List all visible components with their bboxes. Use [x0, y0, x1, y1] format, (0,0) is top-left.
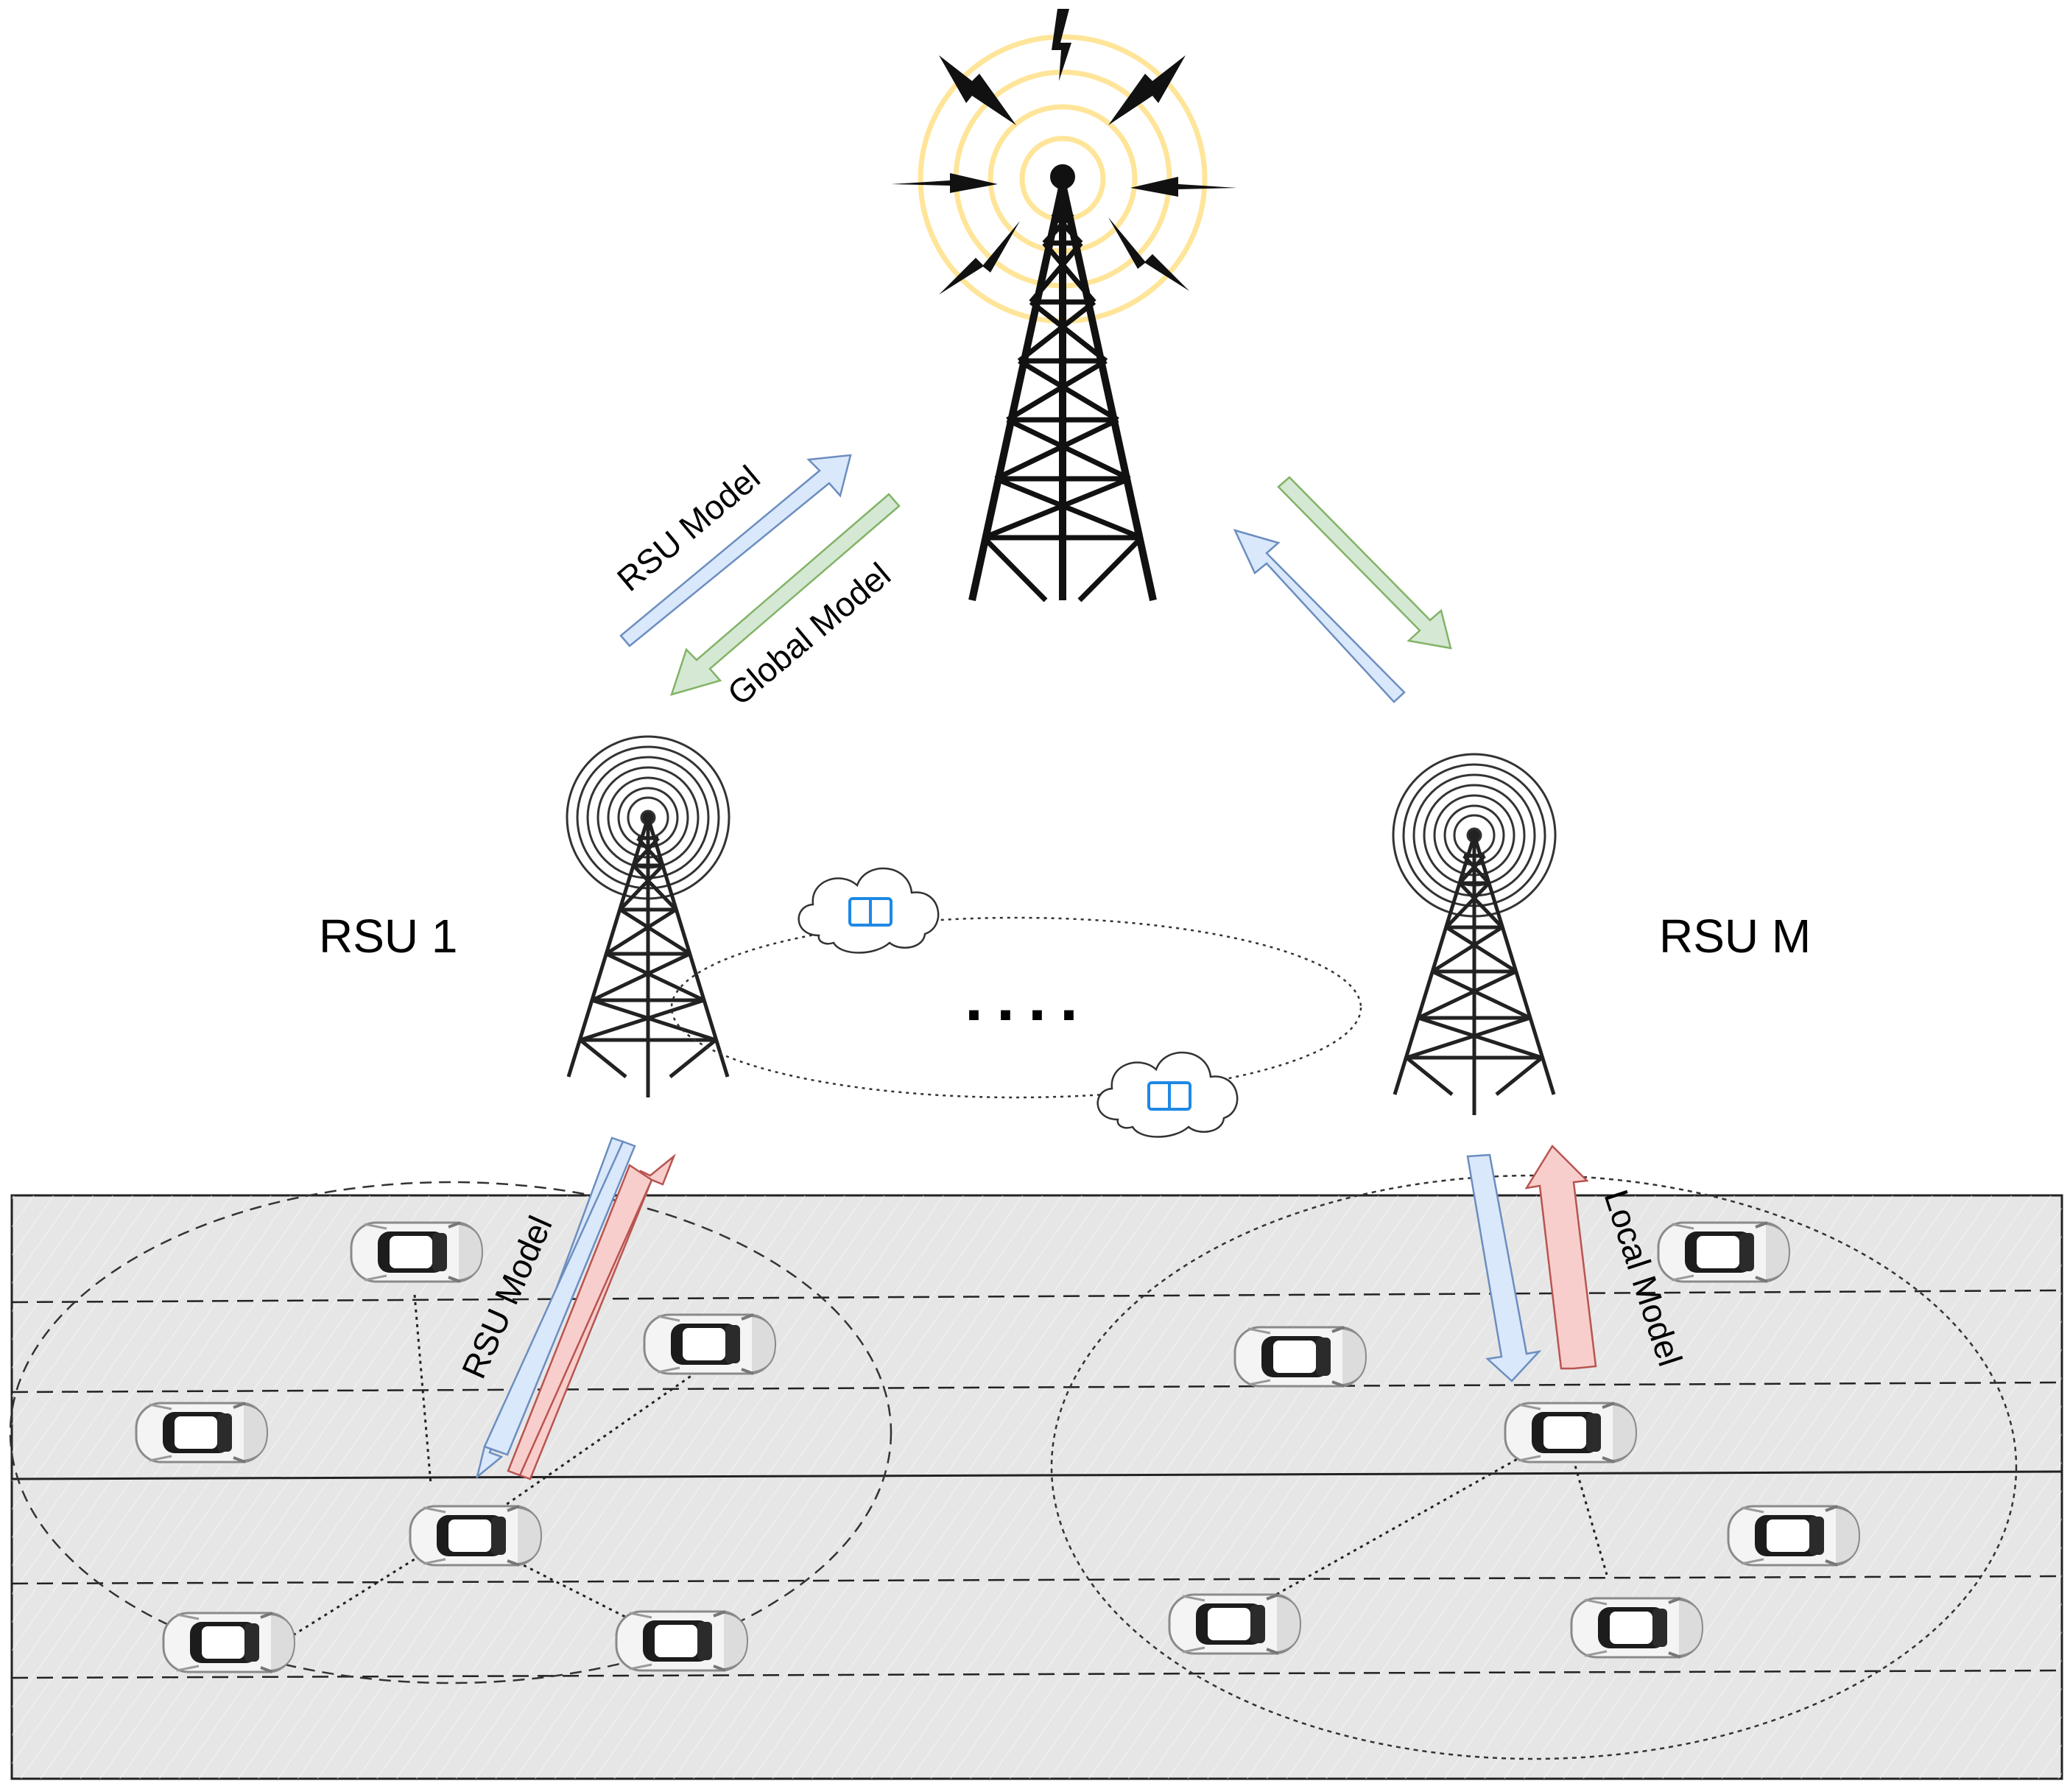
- car-icon: [1570, 1597, 1704, 1659]
- car-icon: [643, 1313, 777, 1375]
- lane-markings: [11, 1289, 2063, 1679]
- car-icon: [162, 1612, 296, 1673]
- car-icon: [135, 1402, 269, 1464]
- road-median: [11, 1470, 2063, 1480]
- rsu-interconnect-ring: [670, 916, 1362, 1099]
- car-icon: [615, 1610, 749, 1672]
- cell-tower-icon: [968, 164, 1157, 602]
- base-station: [891, 9, 1237, 602]
- local-model-upload-arrow-right: [1524, 1144, 1597, 1370]
- rsu-1-coverage-area: [9, 1181, 893, 1684]
- ellipsis-label: ....: [965, 961, 1091, 1035]
- rsu-m-download-arrow: [1277, 476, 1452, 650]
- car-icon: [1504, 1402, 1638, 1464]
- car-icon: [1657, 1221, 1791, 1283]
- rsu-model-label-top: RSU Model: [610, 458, 767, 599]
- car-icon: [1233, 1326, 1367, 1388]
- rsu-m: [1392, 753, 1557, 1115]
- highway: [10, 1194, 2063, 1780]
- cloud-icon: [797, 867, 940, 955]
- rsu-model-broadcast-arrow-right: [1466, 1153, 1542, 1382]
- rsu-1-label: RSU 1: [319, 910, 458, 963]
- car-icon: [350, 1221, 484, 1283]
- rsu-model-upload-arrow: [619, 454, 852, 647]
- car-icon: [1727, 1505, 1861, 1567]
- rsu-1: [566, 735, 731, 1097]
- local-model-upload-arrow-left: [518, 1153, 676, 1480]
- cloud-icon: [1096, 1051, 1239, 1139]
- rsu-m-upload-arrow: [1233, 529, 1406, 703]
- rsu-m-label: RSU M: [1659, 910, 1811, 963]
- lightning-bolts-icon: [891, 9, 1237, 295]
- global-model-download-arrow: [670, 493, 901, 696]
- car-icon: [409, 1505, 543, 1567]
- car-icon: [1168, 1593, 1302, 1655]
